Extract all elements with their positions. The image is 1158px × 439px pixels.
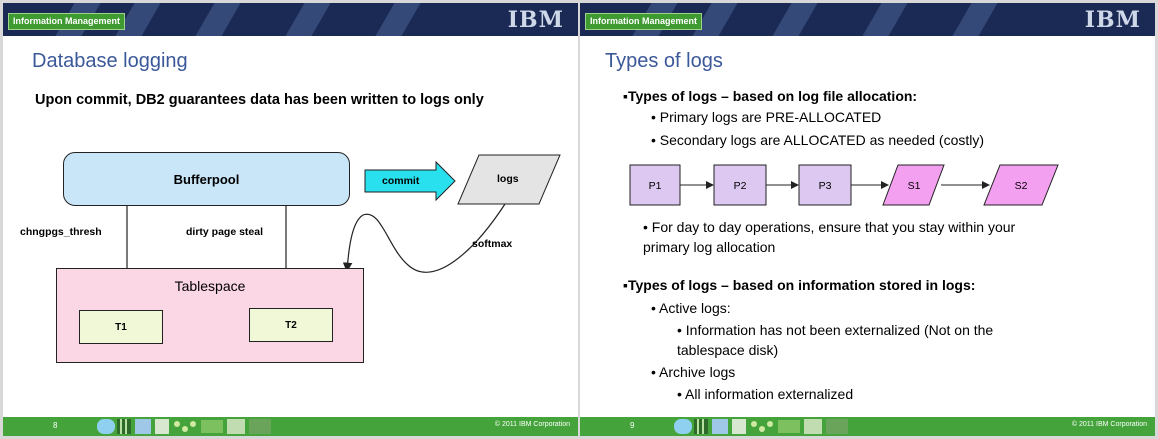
- ibm-logo: IBM: [1084, 7, 1141, 33]
- s1-shape: [882, 164, 945, 206]
- copyright: © 2011 IBM Corporation: [1071, 421, 1147, 428]
- footer-bar: 8 © 2011 IBM Corporation: [3, 417, 578, 436]
- softmax-label: softmax: [472, 238, 513, 250]
- tablespace-label: Tablespace: [174, 278, 246, 294]
- table-t1: T1: [79, 310, 163, 344]
- s1-label: S1: [908, 180, 921, 192]
- bullet-primary: • Primary logs are PRE-ALLOCATED: [651, 109, 882, 125]
- p3-label: P3: [819, 180, 832, 192]
- chngpgs-thresh-label: chngpgs_thresh: [20, 226, 102, 238]
- slide-subheading: Upon commit, DB2 guarantees data has bee…: [35, 92, 484, 108]
- active-detail-2: tablespace disk): [677, 342, 779, 358]
- page-number: 8: [53, 421, 58, 430]
- slide-database-logging: Information Management IBM Database logg…: [3, 3, 578, 436]
- footer-decoration: [674, 419, 848, 434]
- bullet-archive: • Archive logs: [651, 364, 736, 380]
- ibm-logo: IBM: [507, 7, 564, 33]
- logs-parallelogram: [457, 154, 561, 205]
- slide-types-of-logs: Information Management IBM Types of logs…: [580, 3, 1155, 436]
- advice-line-2: primary log allocation: [643, 239, 776, 255]
- bullet-active: • Active logs:: [651, 300, 731, 316]
- active-detail-1: • Information has not been externalized …: [677, 322, 994, 338]
- header-badge: Information Management: [8, 13, 126, 30]
- bufferpool-box: Bufferpool: [63, 152, 350, 206]
- slide-title: Types of logs: [605, 50, 723, 72]
- commit-arrow: [364, 160, 456, 202]
- commit-label: commit: [382, 175, 420, 187]
- p2-label: P2: [734, 180, 747, 192]
- footer-decoration: [97, 419, 271, 434]
- logging-diagram-connectors: [122, 154, 561, 308]
- page-number: 9: [630, 421, 635, 430]
- logs-label: logs: [497, 173, 519, 185]
- table-t2: T2: [249, 308, 333, 342]
- copyright: © 2011 IBM Corporation: [494, 421, 570, 428]
- log-allocation-flow: P1 P2 P3 S1 S2: [629, 164, 1059, 206]
- footer-bar: 9 © 2011 IBM Corporation: [580, 417, 1155, 436]
- p2-box: [713, 164, 767, 206]
- dirty-page-steal-label: dirty page steal: [186, 226, 264, 238]
- advice-line-1: • For day to day operations, ensure that…: [643, 219, 1016, 235]
- header-badge: Information Management: [585, 13, 703, 30]
- heading-information: ▪Types of logs – based on information st…: [623, 277, 976, 293]
- p3-box: [798, 164, 852, 206]
- p1-box: [629, 164, 681, 206]
- archive-detail: • All information externalized: [677, 386, 854, 402]
- header-bar: Information Management IBM: [3, 3, 578, 36]
- s2-shape: [983, 164, 1059, 206]
- heading-allocation: ▪Types of logs – based on log file alloc…: [623, 88, 918, 104]
- bullet-secondary: • Secondary logs are ALLOCATED as needed…: [651, 132, 985, 148]
- p1-label: P1: [649, 180, 662, 192]
- s2-label: S2: [1015, 180, 1028, 192]
- header-bar: Information Management IBM: [580, 3, 1155, 36]
- slide-title: Database logging: [32, 50, 188, 72]
